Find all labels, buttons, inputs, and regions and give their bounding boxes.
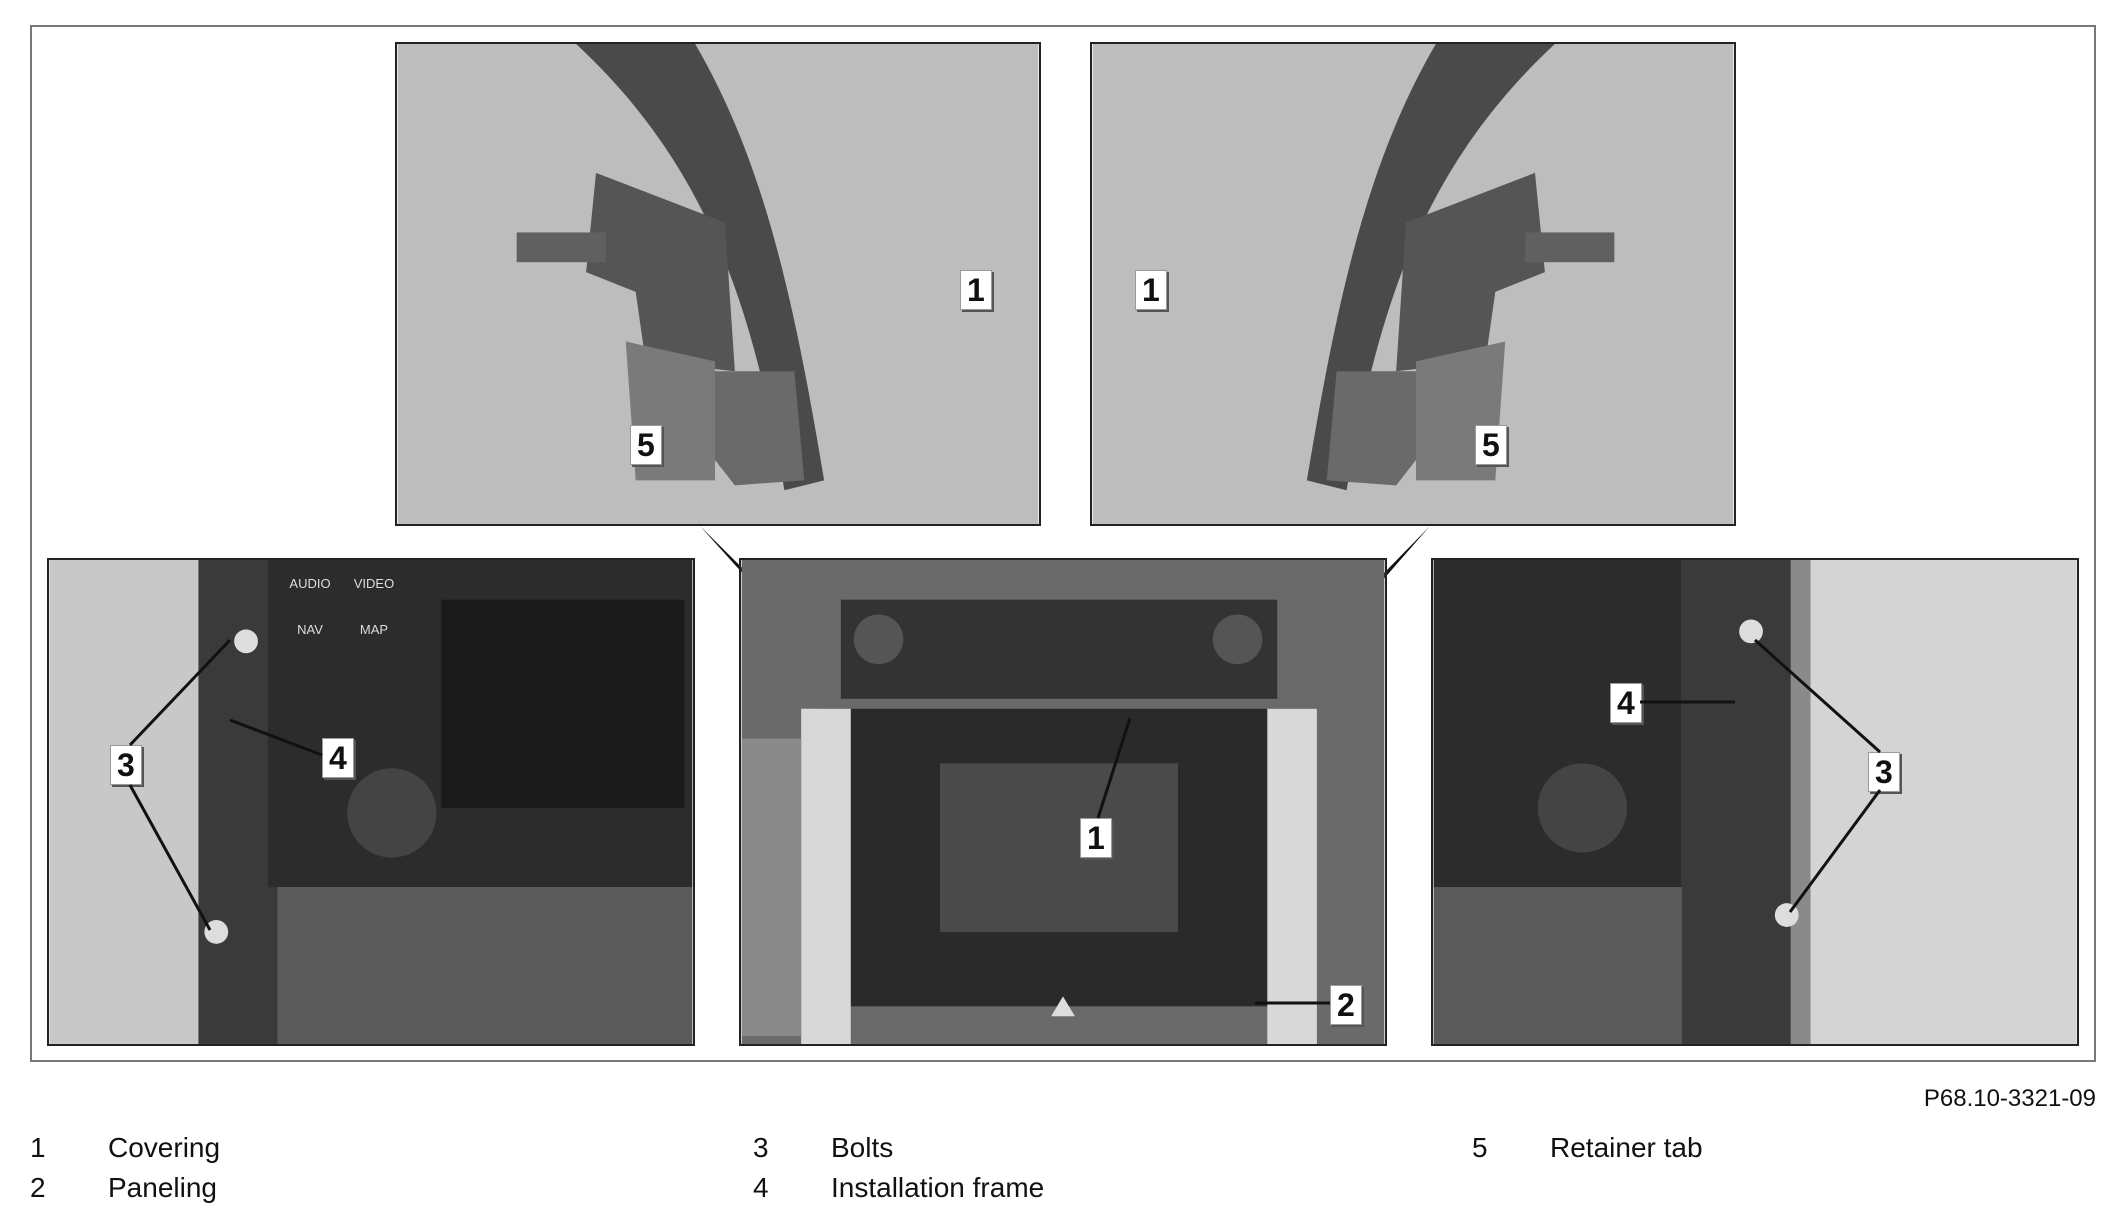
legend-number: 2 <box>30 1172 46 1203</box>
callout-1-left: 1 <box>960 270 992 310</box>
legend-item: 3 Bolts <box>753 1128 1044 1168</box>
legend-number: 4 <box>753 1172 769 1203</box>
legend-label: Installation frame <box>831 1172 1045 1203</box>
detail-left-illustration <box>397 44 1039 524</box>
legend-item: 4 Installation frame <box>753 1168 1044 1208</box>
legend-column-3: 5 Retainer tab <box>1472 1128 1703 1168</box>
legend-number: 5 <box>1472 1132 1488 1163</box>
figure-reference: P68.10-3321-09 <box>1923 1085 2096 1112</box>
legend-label: Paneling <box>108 1172 217 1203</box>
detail-photo-left <box>395 42 1041 526</box>
legend-label: Covering <box>108 1132 221 1163</box>
legend-column-1: 1 Covering 2 Paneling <box>30 1128 220 1208</box>
legend-column-2: 3 Bolts 4 Installation frame <box>753 1128 1044 1208</box>
legend-number: 1 <box>30 1132 46 1163</box>
callout-4-right: 4 <box>1610 683 1642 723</box>
button-nav: NAV <box>297 622 323 637</box>
legend-item: 2 Paneling <box>30 1168 220 1208</box>
legend-item: 5 Retainer tab <box>1472 1128 1703 1168</box>
console-center-illustration <box>741 560 1385 1044</box>
button-map: MAP <box>359 622 389 637</box>
legend-number: 3 <box>753 1132 769 1163</box>
console-right-illustration <box>1433 560 2077 1044</box>
legend-item: 1 Covering <box>30 1128 220 1168</box>
legend-label: Retainer tab <box>1550 1132 1703 1163</box>
console-photo-right <box>1431 558 2079 1046</box>
callout-5-right: 5 <box>1475 425 1507 465</box>
callout-2-center: 2 <box>1330 985 1362 1025</box>
detail-photo-right <box>1090 42 1736 526</box>
callout-3-left: 3 <box>110 745 142 785</box>
button-audio: AUDIO <box>289 576 331 591</box>
button-video: VIDEO <box>353 576 395 591</box>
callout-4-left: 4 <box>322 738 354 778</box>
callout-3-right: 3 <box>1868 752 1900 792</box>
callout-1-right: 1 <box>1135 270 1167 310</box>
detail-right-illustration <box>1092 44 1734 524</box>
callout-1-center: 1 <box>1080 818 1112 858</box>
legend-label: Bolts <box>831 1132 894 1163</box>
console-photo-center <box>739 558 1387 1046</box>
callout-5-left: 5 <box>630 425 662 465</box>
